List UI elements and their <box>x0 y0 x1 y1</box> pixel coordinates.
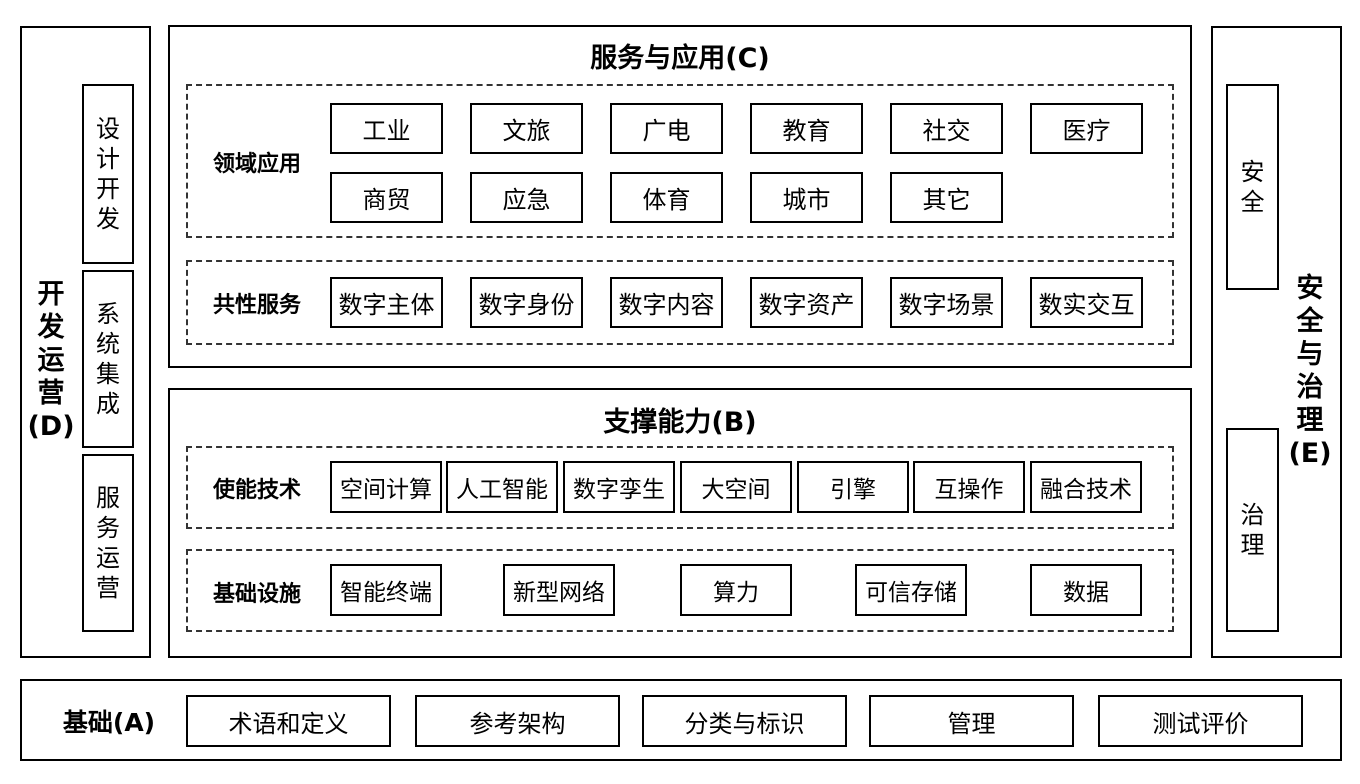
devops-title: 开发运营 (D) <box>27 279 75 442</box>
domain-app-box: 其它 <box>890 172 1003 223</box>
infrastructure-group <box>186 549 1174 632</box>
enabling-tech-box: 数字孪生 <box>563 461 675 513</box>
domain-app-box: 商贸 <box>330 172 443 223</box>
domain-app-box: 工业 <box>330 103 443 154</box>
infrastructure-box: 数据 <box>1030 564 1142 616</box>
foundation-item-box: 测试评价 <box>1098 695 1303 747</box>
common-services-label: 共性服务 <box>212 293 301 318</box>
domain-app-box: 教育 <box>750 103 863 154</box>
enabling-tech-label: 使能技术 <box>212 478 301 503</box>
enabling-tech-box: 互操作 <box>913 461 1025 513</box>
common-service-box: 数字场景 <box>890 277 1003 328</box>
infrastructure-box: 算力 <box>680 564 792 616</box>
common-service-box: 数字主体 <box>330 277 443 328</box>
infrastructure-box: 智能终端 <box>330 564 442 616</box>
common-services-group <box>186 260 1174 345</box>
common-service-box: 数字身份 <box>470 277 583 328</box>
domain-app-box: 应急 <box>470 172 583 223</box>
enabling-tech-box: 人工智能 <box>446 461 558 513</box>
devops-item-design-dev: 设计开发 <box>82 84 134 264</box>
domain-apps-group <box>186 84 1174 238</box>
foundation-item-box: 参考架构 <box>415 695 620 747</box>
domain-app-box: 体育 <box>610 172 723 223</box>
domain-apps-label: 领域应用 <box>212 152 301 177</box>
services-title: 服务与应用(C) <box>590 43 770 74</box>
infrastructure-box: 新型网络 <box>503 564 615 616</box>
foundation-item-box: 术语和定义 <box>186 695 391 747</box>
infrastructure-box: 可信存储 <box>855 564 967 616</box>
domain-app-box: 文旅 <box>470 103 583 154</box>
foundation-title: 基础(A) <box>62 708 156 737</box>
security-governance-title: 安全与治理 (E) <box>1288 273 1332 469</box>
common-service-box: 数实交互 <box>1030 277 1143 328</box>
foundation-item-box: 分类与标识 <box>642 695 847 747</box>
domain-app-box: 城市 <box>750 172 863 223</box>
devops-item-system-integration: 系统集成 <box>82 270 134 448</box>
enabling-tech-box: 引擎 <box>797 461 909 513</box>
enabling-tech-box: 融合技术 <box>1030 461 1142 513</box>
common-service-box: 数字内容 <box>610 277 723 328</box>
foundation-item-box: 管理 <box>869 695 1074 747</box>
governance-item: 治理 <box>1226 428 1279 632</box>
security-item: 安全 <box>1226 84 1279 290</box>
support-title: 支撑能力(B) <box>603 407 757 438</box>
enabling-tech-group <box>186 446 1174 529</box>
domain-app-box: 社交 <box>890 103 1003 154</box>
devops-item-service-operation: 服务运营 <box>82 454 134 632</box>
domain-app-box: 医疗 <box>1030 103 1143 154</box>
enabling-tech-box: 大空间 <box>680 461 792 513</box>
common-service-box: 数字资产 <box>750 277 863 328</box>
enabling-tech-box: 空间计算 <box>330 461 442 513</box>
infrastructure-label: 基础设施 <box>212 582 301 607</box>
domain-app-box: 广电 <box>610 103 723 154</box>
